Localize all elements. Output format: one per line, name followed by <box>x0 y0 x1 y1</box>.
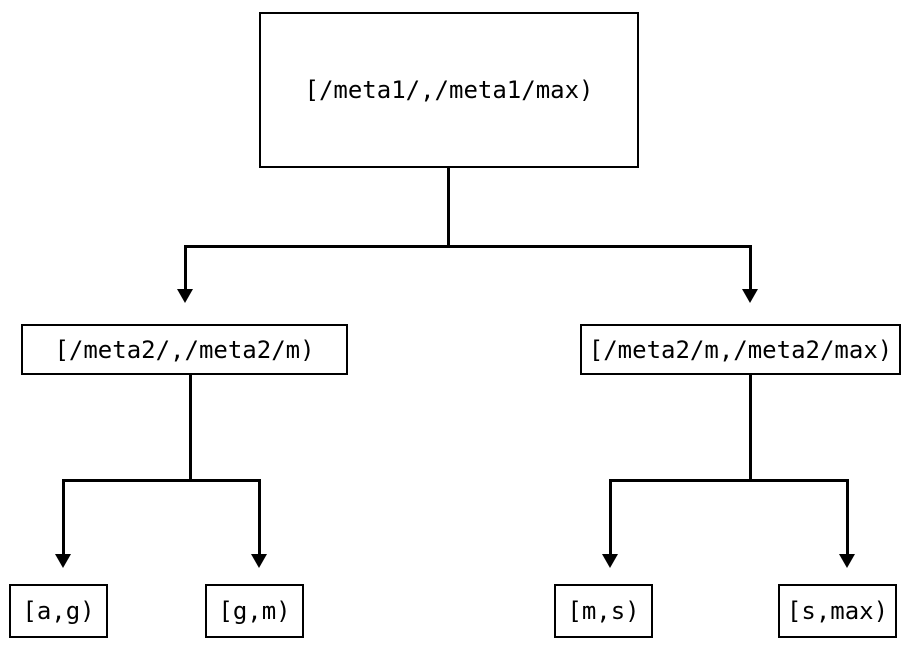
edge-left-to-gm <box>258 479 261 555</box>
edge-left-stem <box>189 375 192 481</box>
arrow-icon-left-to-gm <box>251 554 267 568</box>
arrow-icon-root-to-left <box>177 289 193 303</box>
edge-root-stem <box>447 168 450 247</box>
arrow-icon-right-to-ms <box>602 554 618 568</box>
edge-left-to-ag <box>62 479 65 555</box>
edge-left-bus <box>62 479 261 482</box>
edge-right-bus <box>609 479 849 482</box>
arrow-icon-root-to-right <box>742 289 758 303</box>
arrow-icon-right-to-smax <box>839 554 855 568</box>
node-leaf-m-s[interactable]: [m,s) <box>554 584 653 638</box>
node-level2-left[interactable]: [/meta2/,/meta2/m) <box>21 324 348 375</box>
edge-right-to-smax <box>846 479 849 555</box>
edge-root-bus <box>184 245 751 248</box>
node-root[interactable]: [/meta1/,/meta1/max) <box>259 12 639 168</box>
node-leaf-a-g[interactable]: [a,g) <box>9 584 108 638</box>
arrow-icon-left-to-ag <box>55 554 71 568</box>
edge-right-stem <box>749 375 752 481</box>
node-level2-right[interactable]: [/meta2/m,/meta2/max) <box>580 324 901 375</box>
edge-root-to-right <box>749 245 752 290</box>
node-leaf-g-m[interactable]: [g,m) <box>205 584 304 638</box>
edge-root-to-left <box>184 245 187 290</box>
node-leaf-s-max[interactable]: [s,max) <box>778 584 897 638</box>
edge-right-to-ms <box>609 479 612 555</box>
